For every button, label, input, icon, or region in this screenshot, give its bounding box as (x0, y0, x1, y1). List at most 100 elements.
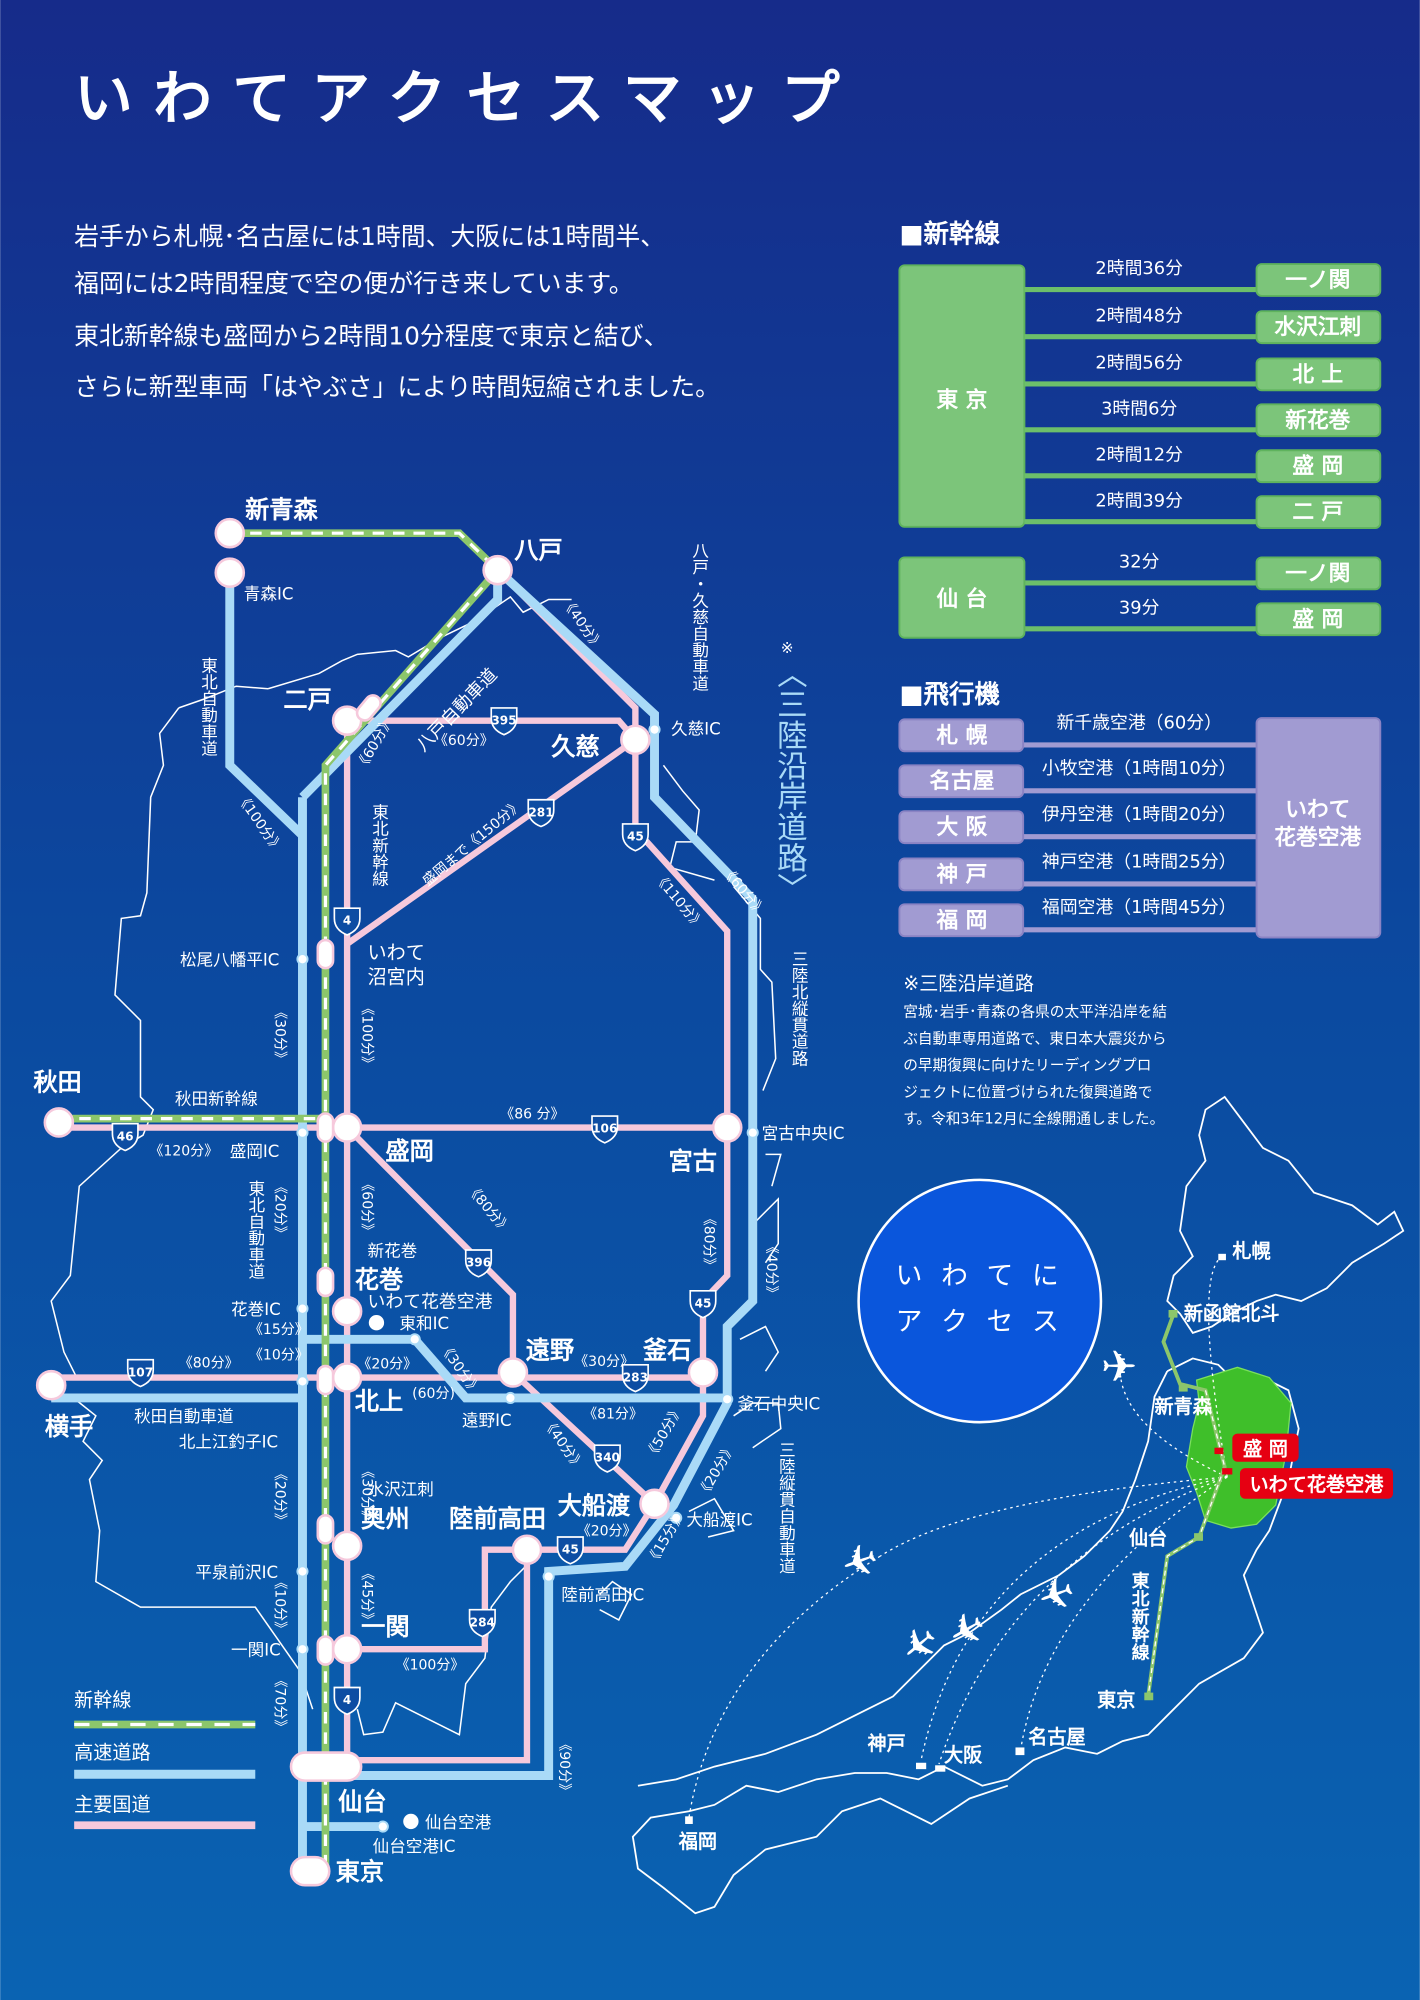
route-shield: 46 (111, 1122, 139, 1152)
time-label: 《20分》 (272, 1467, 288, 1527)
station-label: いわて (368, 941, 425, 964)
station-node[interactable] (497, 1357, 529, 1388)
station-node[interactable] (711, 1112, 743, 1143)
road-label: 秋田新幹線 (175, 1089, 258, 1109)
time-label: 《40分》 (763, 1240, 779, 1300)
station-marker (935, 1765, 946, 1772)
ic-label: 大船渡IC (686, 1511, 752, 1530)
travel-time: 32分 (1119, 552, 1160, 573)
time-label: 《80分》 (700, 1212, 716, 1272)
ic-label: 一関IC (231, 1641, 281, 1660)
route-shields: 395 281 45 4 46 106 396 45 107 283 340 4… (111, 707, 717, 1716)
station-node[interactable] (331, 1530, 363, 1562)
hokkaido-outline (1166, 1095, 1405, 1334)
badge-line: ア ク セ ス (896, 1306, 1064, 1337)
route-shield: 45 (621, 823, 649, 852)
road-label: 東北自動車道 (246, 1179, 265, 1279)
svg-text:106: 106 (592, 1122, 617, 1136)
time-label: 《30分》 (358, 1464, 374, 1524)
station-node[interactable] (331, 1112, 363, 1143)
time-label: 《81分》 (583, 1406, 643, 1422)
station-node[interactable] (639, 1488, 670, 1520)
station-node[interactable] (331, 1633, 363, 1665)
station-label: 宮古 (669, 1148, 717, 1176)
ic-node[interactable] (296, 1375, 309, 1388)
time-label: 《80分》 (179, 1355, 239, 1371)
station-node[interactable] (214, 517, 246, 549)
time-label: 《20分》 (577, 1524, 637, 1540)
airplane-table: ■飛行機 新千歳空港（60分）札 幌小牧空港（1時間10分）名古屋伊丹空港（1時… (898, 680, 1382, 939)
ic-node[interactable] (376, 1820, 389, 1833)
ic-node[interactable] (296, 1643, 309, 1656)
ic-label: 平泉前沢IC (195, 1563, 278, 1582)
time-label: 《20分》 (357, 1357, 417, 1373)
svg-text:46: 46 (117, 1129, 134, 1143)
ic-node[interactable] (296, 953, 309, 966)
route-shield: 283 (621, 1363, 649, 1393)
japan-label: 名古屋 (1028, 1726, 1085, 1749)
ic-node[interactable] (721, 1393, 734, 1406)
svg-text:45: 45 (695, 1296, 712, 1310)
station-label: 新青森 (245, 496, 318, 524)
travel-time: 2時間56分 (1095, 353, 1183, 374)
station-node[interactable] (482, 554, 513, 586)
badge-line: い わ て に (896, 1260, 1064, 1291)
dest-label: 北 上 (1292, 362, 1343, 387)
ic-labels: 青森IC 久慈IC 松尾八幡平IC 盛岡IC 宮古中央IC 花巻IC 東和IC … (179, 584, 845, 1856)
travel-time: 2時間12分 (1095, 444, 1183, 465)
station-node[interactable] (620, 724, 651, 756)
station-label: 新花巻 (368, 1241, 418, 1260)
station-label: 陸前高田 (449, 1505, 546, 1533)
ic-node[interactable] (746, 1126, 759, 1139)
road-label: 三陸北縦貫道路 (789, 950, 808, 1066)
ic-node[interactable] (504, 1391, 517, 1405)
ic-node[interactable] (296, 1565, 309, 1578)
station-node[interactable] (331, 1295, 363, 1327)
ic-node[interactable] (296, 1126, 309, 1139)
ic-node[interactable] (408, 1333, 421, 1346)
shinkansen-stop (316, 1112, 335, 1143)
station-node-tokyo[interactable] (289, 1855, 331, 1887)
shinkansen-stop (316, 938, 335, 970)
station-node[interactable] (43, 1107, 75, 1138)
dest-label: 盛 岡 (1292, 453, 1343, 479)
station-node[interactable] (214, 557, 246, 589)
road-label: 三陸縦貫自動車道 (776, 1441, 795, 1574)
ic-node[interactable] (542, 1570, 555, 1583)
station-node-sendai[interactable] (289, 1751, 363, 1782)
ic-label: 松尾八幡平IC (180, 951, 279, 970)
ic-node[interactable] (670, 1511, 683, 1524)
access-badge: い わ て に ア ク セ ス (857, 1178, 1103, 1424)
station-node[interactable] (511, 1534, 543, 1566)
station-node[interactable] (35, 1369, 67, 1401)
time-label: 《60分》 (434, 733, 494, 749)
legend-label-national-road: 主要国道 (74, 1793, 150, 1816)
airport-time: 福岡空港（1時間45分） (1042, 897, 1237, 918)
travel-time: 2時間39分 (1095, 490, 1183, 511)
origin-box-sendai (898, 556, 1026, 639)
japan-label-morioka: 盛 岡 (1243, 1437, 1288, 1460)
ic-node[interactable] (296, 1302, 309, 1315)
dest-box (1255, 556, 1382, 591)
route-shield: 4 (333, 1686, 361, 1716)
station-label: 一関 (361, 1613, 409, 1641)
shinkansen-heading: ■新幹線 (899, 219, 1000, 249)
morioka-label-bg (1232, 1433, 1299, 1462)
japan-label: 東北新幹線 (1129, 1570, 1150, 1661)
japan-label: 東京 (1097, 1689, 1135, 1712)
intro-line: 岩手から札幌･名古屋には1時間、大阪には1時間半、 (74, 222, 665, 251)
station-node[interactable] (687, 1357, 719, 1388)
intro-line: 福岡には2時間程度で空の便が行き来しています。 (74, 269, 634, 298)
prefecture-border (50, 595, 782, 1736)
japan-label: 札幌 (1231, 1240, 1270, 1263)
route-shield: 340 (593, 1444, 621, 1473)
dest-box (1255, 495, 1382, 530)
ic-node[interactable] (648, 723, 661, 736)
sanriku-note: ※三陸沿岸道路 宮城･岩手･青森の各県の太平洋沿岸を結 ぶ自動車専用道路で、東日… (903, 972, 1167, 1128)
station-label: 遠野 (526, 1336, 575, 1364)
hanamaki-label-bg (1239, 1468, 1394, 1499)
shinkansen-stop (355, 694, 382, 722)
ic-label: 遠野IC (462, 1411, 512, 1430)
japan-label: 大阪 (944, 1743, 983, 1766)
